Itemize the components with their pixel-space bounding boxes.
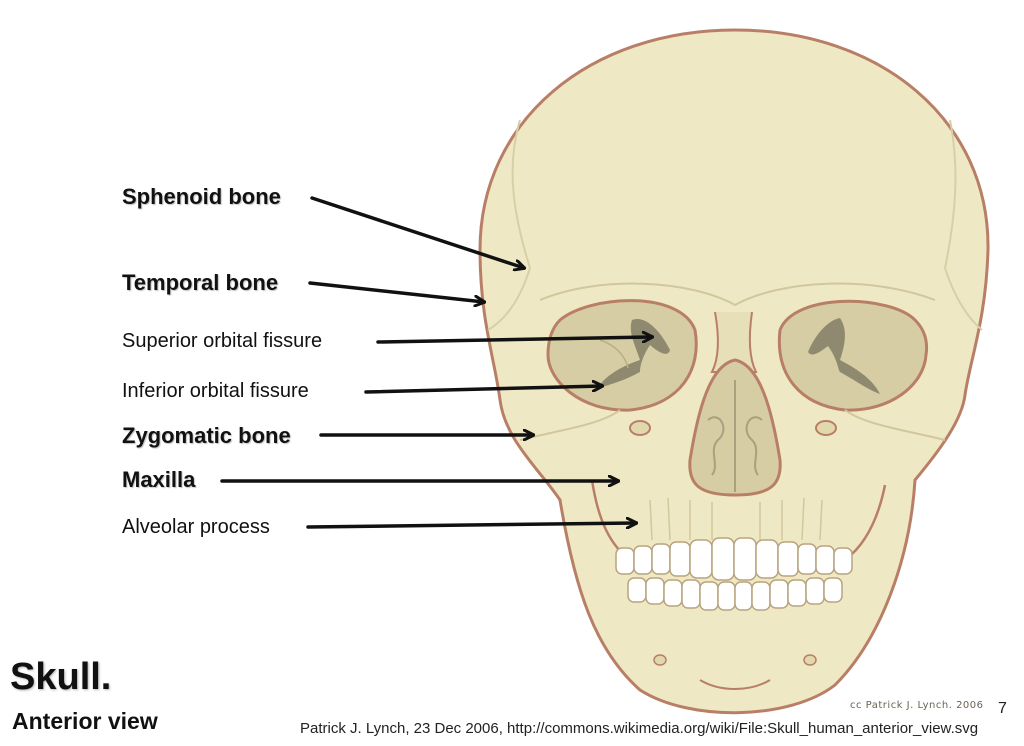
superior-orbital-fissure-right [808,318,880,394]
label-maxilla: Maxilla [122,467,196,492]
mental-foramen-right [803,654,817,666]
temporal-suture-right [943,119,983,331]
illustrator-signature: cc Patrick J. Lynch. 2006 [850,700,984,711]
arrow-superior-orbital-fissure [376,337,652,344]
label-zygomatic-bone: Zygomatic bone [122,423,291,448]
pointer-arrows [220,196,652,527]
mental-foramen-left [653,654,667,666]
label-temporal-bone: Temporal bone [122,270,279,295]
label-inferior-orbital-fissure: Inferior orbital fissure [122,380,309,402]
lower-teeth [627,577,843,611]
brow-line [539,282,936,307]
zygomatic-line-right [844,409,946,441]
slide-subtitle: Anterior view [12,708,158,734]
mental-protuberance [699,679,771,690]
arrow-alveolar-process [306,523,636,527]
slide-title: Skull. [10,656,112,698]
right-orbit [777,299,929,412]
arrow-inferior-orbital-fissure [364,386,602,394]
left-orbit [546,299,698,412]
temporal-suture-left [487,119,532,331]
image-credit: Patrick J. Lynch, 23 Dec 2006, http://co… [300,720,979,737]
infraorbital-foramen-left [629,420,651,436]
label-sphenoid-bone: Sphenoid bone [122,184,281,209]
upper-teeth [615,537,853,581]
page-number: 7 [998,700,1007,717]
skull-illustration [478,28,990,715]
arrow-temporal-bone [308,281,484,302]
infraorbital-foramen-right [815,420,837,436]
arrow-sphenoid-bone [310,196,524,268]
label-superior-orbital-fissure: Superior orbital fissure [122,330,323,352]
label-alveolar-process: Alveolar process [122,516,270,538]
alveolar-ridges [649,497,823,541]
